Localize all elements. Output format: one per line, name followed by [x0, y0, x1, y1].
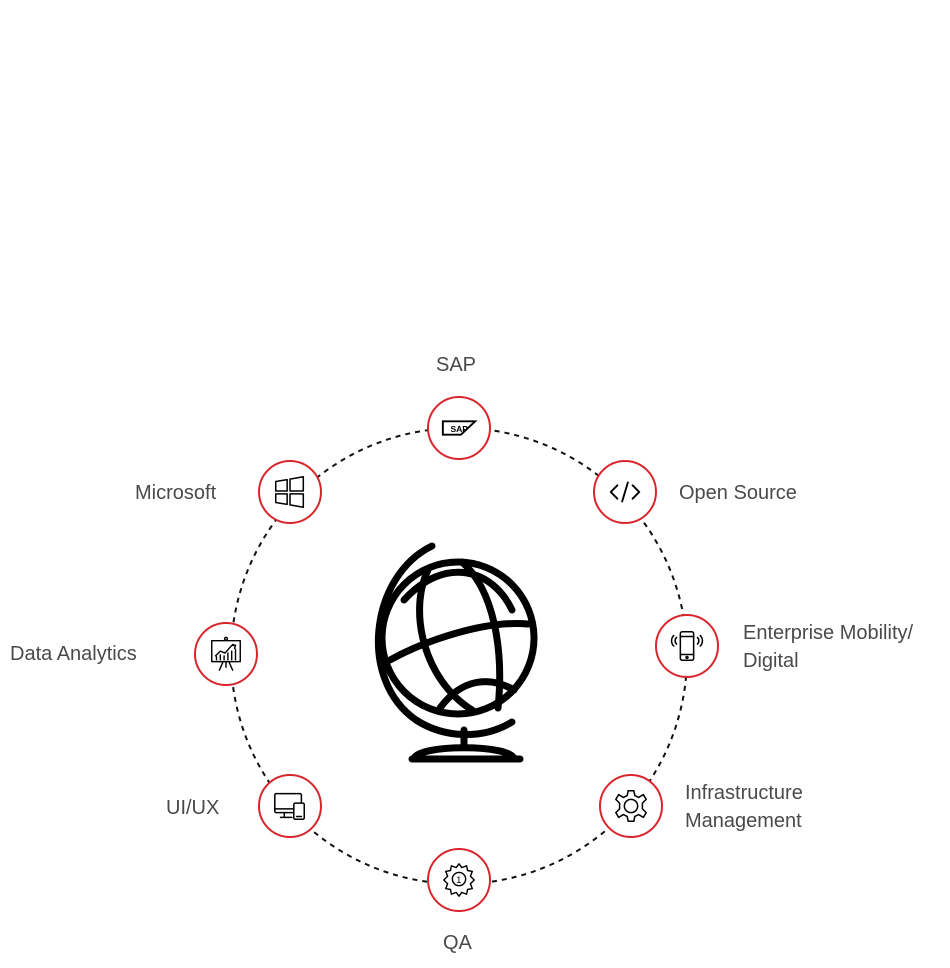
enterprise-mobility-line1: Enterprise Mobility/: [743, 622, 914, 644]
microsoft-node[interactable]: [258, 460, 322, 524]
qa-label: QA: [443, 932, 472, 954]
open-source-label: Open Source: [679, 482, 797, 504]
code-brackets-icon: [609, 481, 641, 503]
infrastructure-line2: Management: [685, 810, 802, 832]
globe-icon: [364, 540, 554, 766]
ui-ux-label: UI/UX: [166, 797, 220, 819]
svg-text:SAP: SAP: [450, 424, 468, 434]
infrastructure-node[interactable]: [599, 774, 663, 838]
presentation-chart-icon: [211, 636, 241, 671]
sap-node[interactable]: SAP: [427, 396, 491, 460]
ui-ux-node[interactable]: [258, 774, 322, 838]
infrastructure-label: Infrastructure Management: [685, 779, 803, 835]
data-analytics-label: Data Analytics: [10, 643, 137, 665]
windows-logo-icon: [274, 476, 305, 508]
devices-icon: [274, 792, 306, 821]
award-badge-icon: 1: [443, 863, 475, 897]
open-source-node[interactable]: [593, 460, 657, 524]
enterprise-mobility-node[interactable]: [655, 614, 719, 678]
microsoft-label: Microsoft: [135, 482, 217, 504]
enterprise-mobility-line2: Digital: [743, 650, 799, 672]
enterprise-mobility-label: Enterprise Mobility/ Digital: [743, 619, 913, 675]
data-analytics-node[interactable]: [194, 622, 258, 686]
smartphone-icon: [670, 630, 704, 662]
svg-text:1: 1: [456, 875, 461, 886]
gear-icon: [615, 790, 647, 822]
qa-node[interactable]: 1: [427, 848, 491, 912]
sap-logo-icon: SAP: [441, 420, 478, 436]
sap-label: SAP: [436, 354, 477, 376]
infrastructure-line1: Infrastructure: [685, 782, 803, 804]
